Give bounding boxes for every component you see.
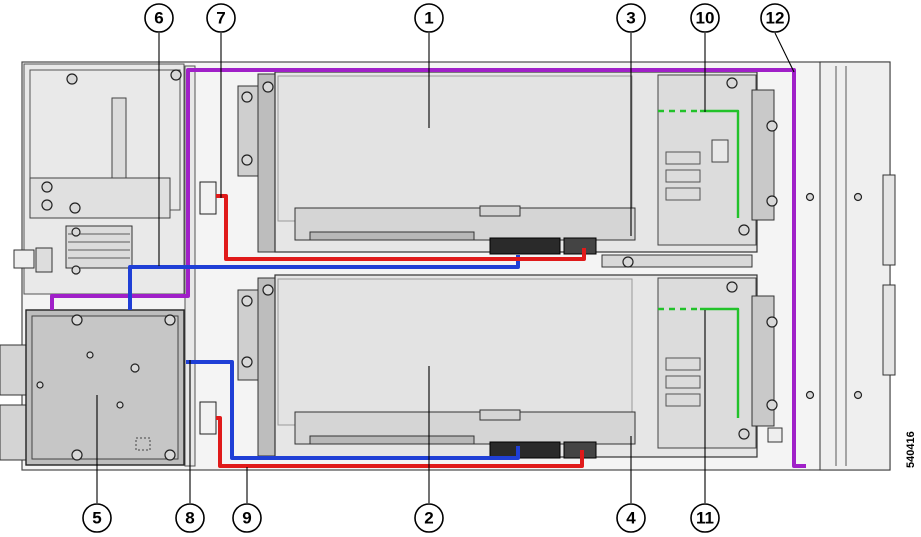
callout-8: 8 xyxy=(175,503,205,533)
callout-6: 6 xyxy=(144,3,174,33)
cable-purple xyxy=(50,68,806,468)
cable-green-upper xyxy=(700,109,740,218)
callout-label: 7 xyxy=(216,9,225,28)
callout-4: 4 xyxy=(616,503,646,533)
cable-green-lower xyxy=(700,307,740,418)
callout-label: 1 xyxy=(424,9,433,28)
riser-1-assembly xyxy=(237,71,778,268)
callout-11: 11 xyxy=(690,503,720,533)
figure-id: 540416 xyxy=(905,431,917,468)
callout-label: 2 xyxy=(424,509,433,528)
callout-7: 7 xyxy=(206,3,236,33)
callout-label: 3 xyxy=(626,9,635,28)
callout-5: 5 xyxy=(82,503,112,533)
callout-label: 12 xyxy=(766,9,785,28)
callout-label: 11 xyxy=(696,509,714,528)
callout-1: 1 xyxy=(414,3,444,33)
front-bezel xyxy=(805,61,896,471)
cable-blue-lower xyxy=(186,360,520,460)
connector-riser-2-power xyxy=(199,401,217,435)
riser-2-assembly xyxy=(237,274,783,459)
connector-riser-1-power xyxy=(199,181,217,215)
callout-label: 4 xyxy=(626,509,636,528)
callout-9: 9 xyxy=(232,503,262,533)
storage-controller-module xyxy=(0,309,185,466)
callout-label: 9 xyxy=(242,509,251,528)
callout-label: 10 xyxy=(696,9,715,28)
callout-label: 5 xyxy=(92,509,101,528)
heatsink xyxy=(65,225,133,275)
cable-red-upper xyxy=(216,194,586,261)
leader-lines xyxy=(96,32,795,503)
callout-2: 2 xyxy=(414,503,444,533)
callout-label: 8 xyxy=(185,509,194,528)
callout-label: 6 xyxy=(154,9,163,28)
callout-3: 3 xyxy=(616,3,646,33)
cable-red-lower xyxy=(216,416,584,468)
cables xyxy=(50,68,806,468)
callout-10: 10 xyxy=(690,3,720,33)
callout-12: 12 xyxy=(760,3,790,33)
